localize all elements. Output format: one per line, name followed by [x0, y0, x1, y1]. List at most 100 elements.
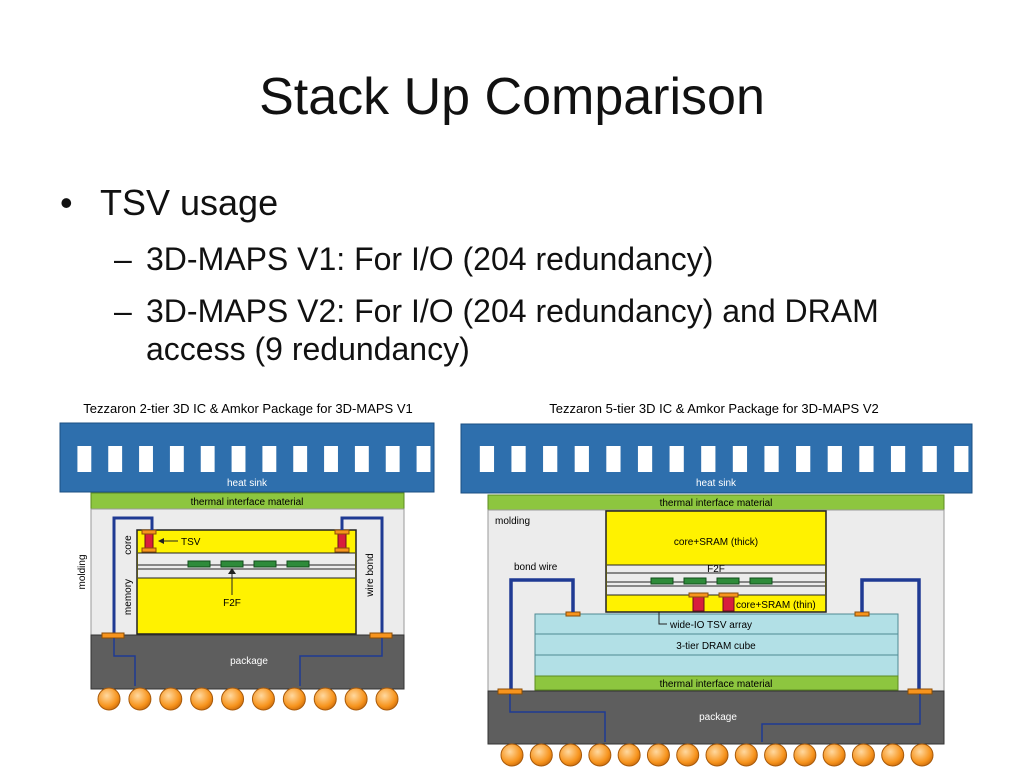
- heat-sink-fin-gap: [859, 446, 874, 472]
- subbullet-v1-text: 3D-MAPS V1: For I/O (204 redundancy): [146, 241, 714, 277]
- tim-bottom-label-v2: thermal interface material: [660, 679, 773, 690]
- package-pad: [369, 632, 393, 639]
- heat-sink-label-v2: heat sink: [696, 478, 737, 489]
- bond-wire-label-v2: bond wire: [514, 562, 558, 573]
- heat-sink-fin-gap: [354, 446, 369, 472]
- bond-wire-left-v2: [509, 578, 575, 690]
- f2f-bar: [650, 577, 674, 585]
- heat-sink-fin-gap: [324, 446, 338, 472]
- heat-sink-fin-gap: [511, 446, 526, 472]
- heat-sink-fin-gap: [139, 446, 153, 472]
- package-trace: [113, 638, 136, 686]
- solder-bump: [793, 743, 817, 767]
- tim-top-v2: [487, 494, 945, 511]
- solder-bump: [190, 687, 214, 711]
- f2f-bar: [683, 577, 707, 585]
- solder-bump: [529, 743, 553, 767]
- core-thick-v2: [605, 510, 827, 613]
- tsv-v2: [692, 595, 705, 612]
- subbullet-v1: – 3D-MAPS V1: For I/O (204 redundancy): [60, 240, 980, 278]
- tsv-v2: [722, 595, 735, 612]
- tsv-arrow-head: [158, 538, 164, 544]
- package-v1: [90, 634, 405, 690]
- molding-label-v2: molding: [495, 516, 530, 527]
- heat-sink-fin-gap: [606, 446, 621, 472]
- solder-bump: [500, 743, 524, 767]
- package-label-v2: package: [699, 712, 737, 723]
- diagram-v2: Tezzaron 5-tier 3D IC & Amkor Package fo…: [460, 401, 973, 767]
- heat-sink-v1: [59, 422, 435, 493]
- heat-sink-fin-gap: [954, 446, 969, 472]
- heat-sink-fin-gap: [637, 446, 653, 472]
- tim-top-label-v2: thermal interface material: [660, 498, 773, 509]
- dram-label-v2: 3-tier DRAM cube: [676, 641, 756, 652]
- bond-layer-v2: [607, 565, 825, 595]
- tsv-array-leader: [658, 612, 667, 625]
- tsv-pad: [688, 592, 709, 598]
- f2f-bar: [220, 560, 244, 568]
- tsv-pad: [334, 547, 350, 553]
- memory-label-v1: memory: [123, 579, 134, 615]
- heat-sink-fin-gap: [732, 446, 748, 472]
- heat-sink-fin-gap: [108, 446, 123, 472]
- package-label-v1: package: [230, 656, 268, 667]
- tsv-right-v1: [337, 533, 347, 549]
- f2f-bar: [187, 560, 211, 568]
- bond-layer-v1: [138, 553, 355, 578]
- package-pad: [497, 688, 523, 695]
- tim-v1: [90, 492, 405, 510]
- solder-bump: [734, 743, 758, 767]
- heat-sink-fin-gap: [701, 446, 716, 472]
- bullet-list: TSV usage – 3D-MAPS V1: For I/O (204 red…: [60, 180, 980, 368]
- solder-bump: [881, 743, 905, 767]
- f2f-bar: [716, 577, 740, 585]
- solder-bump: [705, 743, 729, 767]
- package-v2: [487, 690, 945, 745]
- solder-bump: [676, 743, 700, 767]
- solder-bump: [617, 743, 641, 767]
- package-trace: [299, 638, 383, 686]
- heat-sink-fin-gap: [669, 446, 684, 472]
- solder-bump: [159, 687, 183, 711]
- solder-bump: [646, 743, 670, 767]
- solder-bump: [588, 743, 612, 767]
- heat-sink-fin-gap: [796, 446, 811, 472]
- chip-v1: [136, 529, 357, 635]
- solder-bump: [282, 687, 306, 711]
- solder-bump: [375, 687, 399, 711]
- tim-bottom-v2: [534, 675, 899, 691]
- wire-bond-left-v1: [112, 516, 154, 634]
- tsv-label-v1: TSV: [181, 537, 201, 548]
- package-pad: [101, 632, 125, 639]
- solder-bump: [128, 687, 152, 711]
- diagram-v1: Tezzaron 2-tier 3D IC & Amkor Package fo…: [59, 401, 435, 711]
- heat-sink-fin-gap: [200, 446, 215, 472]
- heat-sink-fin-gap: [479, 446, 495, 472]
- solder-bump: [344, 687, 368, 711]
- heat-sink-fin-gap: [922, 446, 937, 472]
- heat-sink-fin-gap: [385, 446, 400, 472]
- solder-bump: [764, 743, 788, 767]
- package-trace: [761, 694, 921, 742]
- core-label-v1: core: [123, 535, 134, 555]
- core-thick-label-v2: core+SRAM (thick): [674, 537, 758, 548]
- tim-label-v1: thermal interface material: [191, 497, 304, 508]
- f2f-bar: [286, 560, 310, 568]
- heat-sink-fin-gap: [890, 446, 906, 472]
- wire-bond-right-v1: [340, 516, 384, 634]
- package-trace: [509, 694, 606, 742]
- heat-sink-fin-gap: [262, 446, 277, 472]
- heat-sink-v2: [460, 423, 973, 494]
- molding-label-v1: molding: [77, 554, 88, 589]
- dash-marker: –: [114, 293, 132, 329]
- heat-sink-fin-gap: [77, 446, 92, 472]
- dram-cube-v2: [534, 613, 899, 677]
- f2f-bar: [253, 560, 277, 568]
- solder-bump: [221, 687, 245, 711]
- wire-bond-label-v1: wire bond: [365, 553, 376, 597]
- f2f-arrow-head: [228, 568, 236, 574]
- heat-sink-label-v1: heat sink: [227, 478, 268, 489]
- heat-sink-fin-gap: [169, 446, 184, 472]
- caption-v1: Tezzaron 2-tier 3D IC & Amkor Package fo…: [83, 401, 412, 416]
- subbullet-v2: – 3D-MAPS V2: For I/O (204 redundancy) a…: [60, 292, 980, 368]
